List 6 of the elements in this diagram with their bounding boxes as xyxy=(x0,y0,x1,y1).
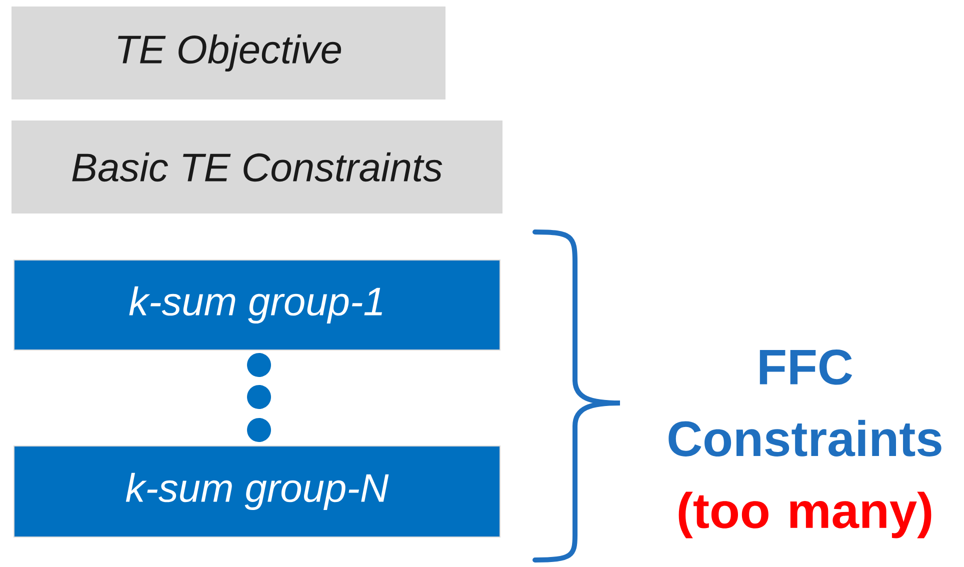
side-label: (too many) xyxy=(678,492,932,538)
side-label: FFC Constraints xyxy=(668,349,942,456)
label-box: k-sum group-N xyxy=(14,445,500,538)
label-box: TE Objective xyxy=(12,6,446,100)
label-box: k-sum group-1 xyxy=(14,259,500,350)
label-box: Basic TE Constraints xyxy=(12,120,502,214)
